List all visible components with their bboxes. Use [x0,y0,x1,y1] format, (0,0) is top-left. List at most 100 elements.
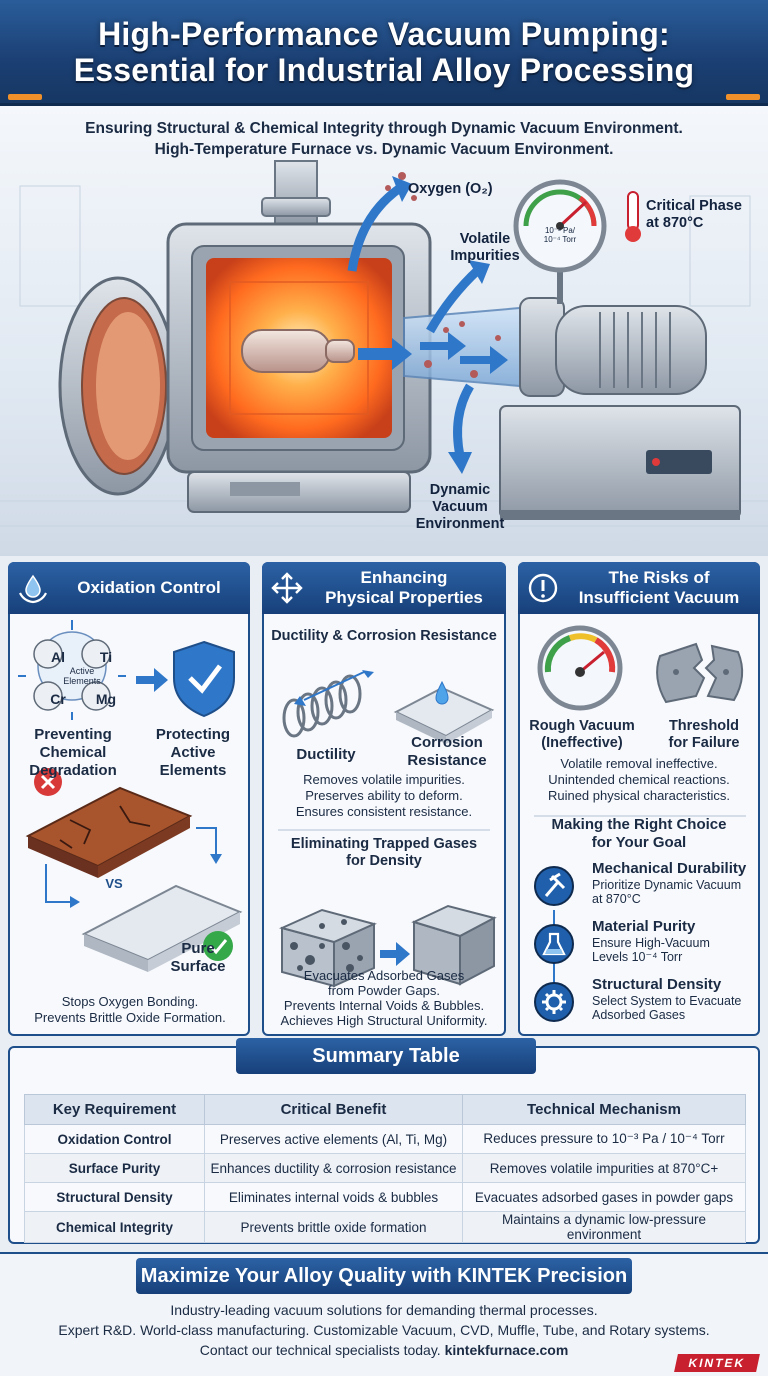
page-title: High-Performance Vacuum Pumping: Essenti… [0,0,768,88]
header-banner: High-Performance Vacuum Pumping: Essenti… [0,0,768,106]
risks-panel: The Risks of Insufficient Vacuum [518,562,760,1036]
table-cell: Reduces pressure to 10⁻³ Pa / 10⁻⁴ Torr [462,1124,746,1154]
pump-motor [555,305,707,395]
spring-icon [282,674,362,738]
oxygen-label: Oxygen (O₂) [408,181,493,197]
corrosion-resistance-label: Corrosion Resistance [407,734,487,769]
volatile-impurities-label: Volatile Impurities [450,231,520,264]
table-cell: Oxidation Control [24,1124,205,1154]
table-cell: Removes volatile impurities at 870°C+ [462,1153,746,1183]
table-cell: Structural Density [24,1182,205,1212]
impurity-particles [385,172,501,378]
summary-table-title: Summary Table [236,1038,536,1074]
ductility-description: Removes volatile impurities. Preserves a… [295,772,473,819]
header-technical-mechanism: Technical Mechanism [462,1094,746,1125]
pure-surface-label: Pure Surface [170,940,226,975]
control-panel [646,450,712,474]
header-accent-right [726,94,760,100]
move-arrows-icon [271,572,303,604]
hero-illustration: Ensuring Structural & Chemical Integrity… [0,106,768,556]
broken-rod [656,642,706,704]
gear-icon [534,982,574,1022]
element-ti: Ti [99,649,113,665]
protecting-elements-label: Protecting Active Elements [155,726,231,779]
dynamic-vacuum-arrow [453,383,474,457]
preventing-degradation-label: Preventing Chemical Degradation [29,726,117,779]
footer-cta: Maximize Your Alloy Quality with KINTEK … [0,1252,768,1376]
title-line-2: Essential for Industrial Alloy Processin… [73,52,695,88]
table-cell: Chemical Integrity [24,1211,205,1243]
alloy-rod [241,329,331,373]
gauge-reading: 10⁻³ Pa/ 10⁻⁴ Torr [543,226,577,244]
table-cell: Surface Purity [24,1153,205,1183]
element-cr: Cr [50,691,66,707]
table-row: Surface Purity Enhances ductility & corr… [24,1153,746,1183]
enhancing-panel-header: Enhancing Physical Properties [262,562,506,614]
title-line-1: High-Performance Vacuum Pumping: [98,16,670,52]
enhancing-properties-panel: Enhancing Physical Properties [262,562,506,1036]
flask-icon [534,924,574,964]
footer-line-2: Expert R&D. World-class manufacturing. C… [58,1322,710,1338]
table-header-row: Key Requirement Critical Benefit Technic… [24,1094,746,1125]
risks-panel-title: The Risks of Insufficient Vacuum [578,568,740,607]
enhancing-illustration [278,670,497,988]
flow-arrows [358,332,508,374]
ductility-corrosion-heading: Ductility & Corrosion Resistance [271,628,497,644]
element-al: Al [51,649,65,665]
kintek-logo: KINTEK [674,1354,760,1372]
header-key-requirement: Key Requirement [24,1094,205,1125]
oxidation-illustration [18,620,243,972]
right-choice-heading: Making the Right Choice for Your Goal [551,816,727,851]
ductility-label: Ductility [296,746,356,763]
oxygen-arrow [347,184,403,272]
thermometer-icon [627,191,639,231]
oxidation-panel-title: Oxidation Control [77,578,221,597]
volatile-arrow [426,266,482,334]
header-accent-left [8,94,42,100]
table-row: Chemical Integrity Prevents brittle oxid… [24,1211,746,1243]
arrow-right-icon [136,668,168,692]
critical-phase-label: Critical Phase at 870°C [646,198,742,231]
table-row: Structural Density Eliminates internal v… [24,1182,746,1212]
dynamic-vacuum-label: Dynamic Vacuum Environment [415,482,505,532]
water-drop-icon [435,680,449,705]
risks-illustration [534,625,746,1022]
table-cell: Eliminates internal voids & bubbles [204,1182,463,1212]
header-critical-benefit: Critical Benefit [204,1094,463,1125]
trapped-gases-heading: Eliminating Trapped Gases for Density [290,836,478,869]
summary-table: Key Requirement Critical Benefit Technic… [24,1094,746,1243]
check-mark-icon [203,931,233,961]
website-link[interactable]: kintekfurnace.com [444,1342,569,1358]
furnace-pump-illustration [0,160,768,527]
threshold-failure-label: Threshold for Failure [668,718,740,751]
subtitle-line-1: Ensuring Structural & Chemical Integrity… [85,120,683,137]
element-mg: Mg [95,691,117,707]
goal-mechanical-durability: Mechanical Durability Prioritize Dynamic… [592,860,747,906]
goal-material-purity: Material Purity Ensure High-Vacuum Level… [592,918,710,964]
droplet-hands-icon [19,574,47,604]
footer-banner: Maximize Your Alloy Quality with KINTEK … [136,1258,632,1294]
vs-label: VS [105,876,123,891]
oxidation-description: Stops Oxygen Bonding. Prevents Brittle O… [34,994,226,1025]
summary-table-section: Summary Table Key Requirement Critical B… [8,1038,760,1244]
table-row: Oxidation Control Preserves active eleme… [24,1124,746,1154]
goal-structural-density: Structural Density Select System to Evac… [592,976,742,1022]
footer-line-1: Industry-leading vacuum solutions for de… [170,1302,598,1318]
risks-description: Volatile removal ineffective. Unintended… [547,756,731,803]
subtitle-line-2: High-Temperature Furnace vs. Dynamic Vac… [154,141,614,158]
enhancing-panel-title: Enhancing Physical Properties [325,568,483,607]
risks-panel-header: The Risks of Insufficient Vacuum [518,562,760,614]
active-elements-caption: Active Elements [63,666,101,686]
rough-vacuum-label: Rough Vacuum (Ineffective) [529,718,635,751]
footer-line-3: Contact our technical specialists today.… [199,1342,569,1358]
active-elements-diagram [18,620,126,720]
oxidation-panel-header: Oxidation Control [8,562,250,614]
table-cell: Evacuates adsorbed gases in powder gaps [462,1182,746,1212]
table-cell: Preserves active elements (Al, Ti, Mg) [204,1124,463,1154]
warning-circle-icon [528,573,558,603]
arrow-right-icon [380,942,410,966]
hero-subtitle: Ensuring Structural & Chemical Integrity… [0,118,768,160]
oxidation-control-panel: Oxidation Control [8,562,250,1036]
table-cell: Enhances ductility & corrosion resistanc… [204,1153,463,1183]
